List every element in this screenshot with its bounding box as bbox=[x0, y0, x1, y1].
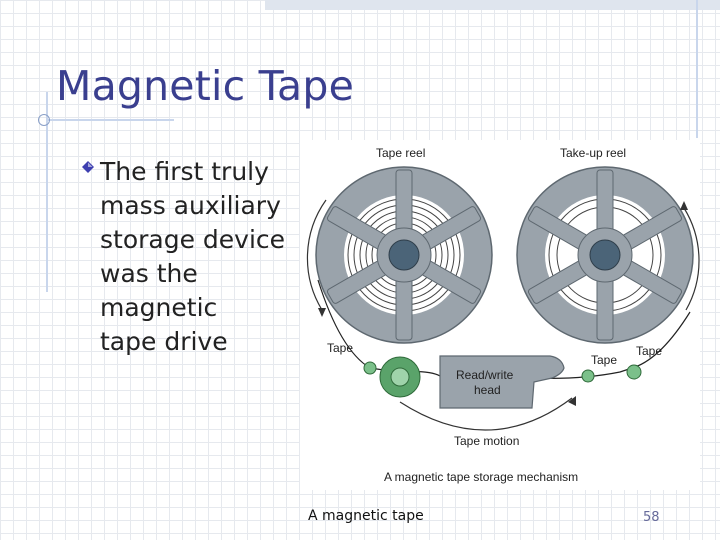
frame-line-left bbox=[46, 92, 48, 292]
label-tape-motion: Tape motion bbox=[454, 434, 519, 448]
label-head-line1: Read/write bbox=[456, 368, 514, 382]
arrowhead-icon bbox=[318, 308, 326, 317]
label-tape-reel: Tape reel bbox=[376, 146, 425, 160]
top-band bbox=[265, 0, 720, 10]
tape-mechanism-figure: Tape reel Take-up reel Tape Tape Tape Re… bbox=[300, 140, 700, 490]
slide-title: Magnetic Tape bbox=[56, 62, 355, 110]
guide-roller-icon bbox=[626, 364, 642, 380]
frame-line-right bbox=[696, 0, 698, 138]
rotation-arrow-left-icon bbox=[306, 199, 327, 311]
label-tape-right: Tape bbox=[636, 344, 662, 358]
bullet-line: was the magnetic bbox=[100, 259, 218, 322]
figure-caption: A magnetic tape bbox=[308, 508, 424, 524]
label-tape-left: Tape bbox=[327, 341, 353, 355]
bullet-item: The first truly mass auxiliary storage d… bbox=[78, 155, 318, 359]
bullet-line: storage device bbox=[100, 225, 286, 254]
takeup-reel-icon bbox=[516, 166, 694, 344]
diamond-bullet-icon bbox=[82, 161, 94, 173]
guide-roller-icon bbox=[581, 369, 595, 383]
label-figure-caption: A magnetic tape storage mechanism bbox=[384, 470, 578, 484]
bullet-text: The first truly mass auxiliary storage d… bbox=[100, 155, 318, 359]
guide-roller-icon bbox=[363, 361, 377, 375]
label-tape-mid: Tape bbox=[591, 353, 617, 367]
motion-arrow-icon bbox=[399, 397, 573, 431]
rotation-arrow-right-icon bbox=[683, 207, 700, 311]
label-head-line2: head bbox=[474, 383, 501, 397]
frame-line-under-title bbox=[46, 119, 174, 121]
arrowhead-icon bbox=[680, 201, 688, 210]
corner-ring-icon bbox=[38, 114, 50, 126]
bullet-line: mass auxiliary bbox=[100, 191, 281, 220]
arrowhead-icon bbox=[568, 396, 576, 406]
page-number: 58 bbox=[643, 510, 660, 525]
bullet-line: The first truly bbox=[100, 157, 269, 186]
bullet-line: tape drive bbox=[100, 327, 228, 356]
read-write-head-icon bbox=[439, 355, 565, 409]
label-takeup-reel: Take-up reel bbox=[560, 146, 626, 160]
tape-reel-icon bbox=[315, 166, 493, 344]
